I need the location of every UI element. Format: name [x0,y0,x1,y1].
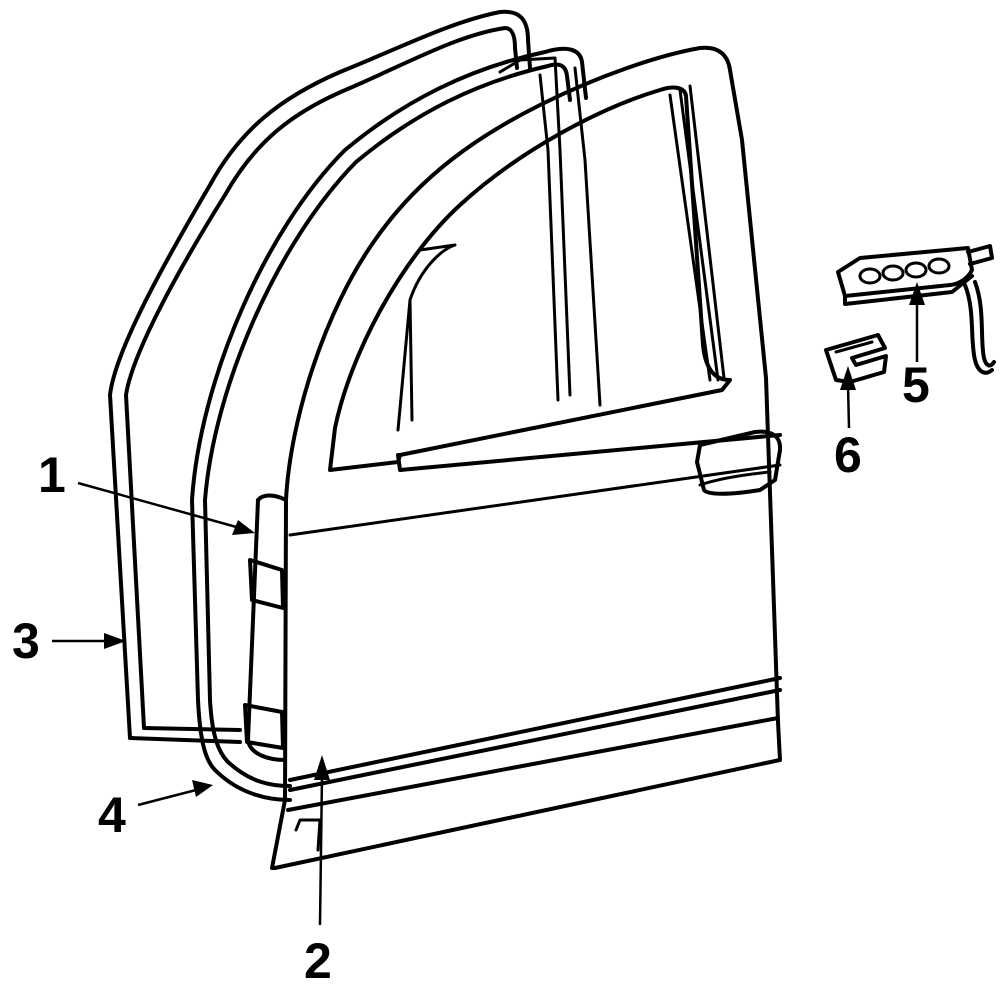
switch-assembly [836,244,996,375]
callout-1: 1 [38,447,66,503]
arrow-head-2 [314,755,330,780]
retaining-clip [824,333,888,384]
callout-3: 3 [12,613,40,669]
callout-2: 2 [304,933,332,985]
callout-6: 6 [834,427,862,483]
arrow-4 [137,788,197,807]
arrow-head-1 [232,520,255,535]
arrow-head-5 [909,282,925,305]
arrow-head-3 [104,633,126,649]
door-shell [243,45,783,870]
arrow-1 [77,481,241,530]
arrow-head-6 [840,366,856,390]
arrow-6 [846,384,851,429]
inner-weatherstrip [190,46,588,802]
callout-4: 4 [98,787,126,843]
arrow-2 [318,774,324,926]
arrow-head-4 [192,780,213,797]
outer-weatherstrip [108,9,532,744]
callout-arrows [52,282,925,926]
callout-numbers: 1 2 3 4 5 6 [12,357,930,985]
callout-5: 5 [902,357,930,413]
